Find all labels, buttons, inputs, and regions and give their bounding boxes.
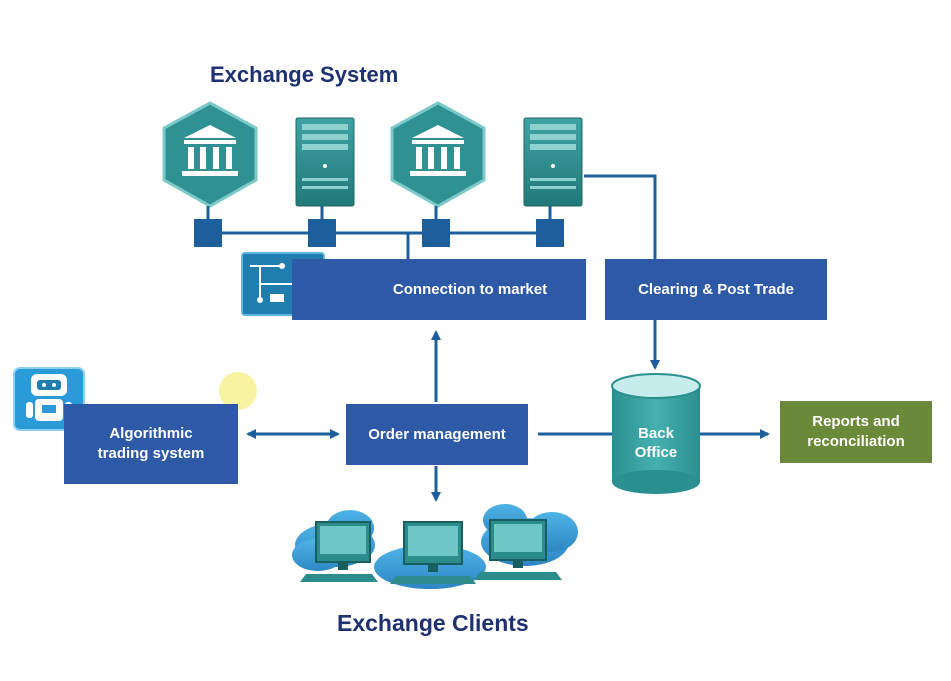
bank-icon <box>162 101 258 208</box>
cloud-monitor-icon <box>474 504 578 580</box>
cloud-monitor-icon <box>374 521 486 589</box>
server-icon <box>295 117 355 207</box>
back-office-label-line1: Back <box>638 425 674 442</box>
order-management-node: Order management <box>346 404 528 465</box>
connection-to-market-label: Connection to market <box>392 280 548 298</box>
server-icon <box>523 117 583 207</box>
back-office-label-line2: Office <box>634 444 678 461</box>
reports-label-line1: Reports and <box>812 413 900 430</box>
reports-reconciliation-node: Reports and reconciliation <box>780 401 932 463</box>
bank-icon <box>390 101 486 208</box>
order-management-label: Order management <box>368 425 506 443</box>
algorithmic-trading-node: Algorithmic trading system <box>64 404 238 484</box>
algorithmic-trading-label-line1: Algorithmic <box>109 425 193 442</box>
clearing-post-trade-node: Clearing & Post Trade <box>605 259 827 320</box>
algorithmic-trading-label-line2: trading system <box>97 445 205 462</box>
server-to-clearing-connector <box>584 174 657 259</box>
back-office-node: Back Office <box>612 424 700 462</box>
reports-label-line2: reconciliation <box>807 433 905 450</box>
cloud-monitor-icon <box>292 510 378 582</box>
database-icon <box>611 373 701 494</box>
connection-to-market-node: Connection to market <box>292 259 586 320</box>
network-bus <box>194 206 564 259</box>
exchange-system-title: Exchange System <box>210 62 399 87</box>
exchange-clients-title: Exchange Clients <box>337 610 529 636</box>
clearing-post-trade-label: Clearing & Post Trade <box>638 280 794 298</box>
decorative-dot <box>219 372 257 410</box>
